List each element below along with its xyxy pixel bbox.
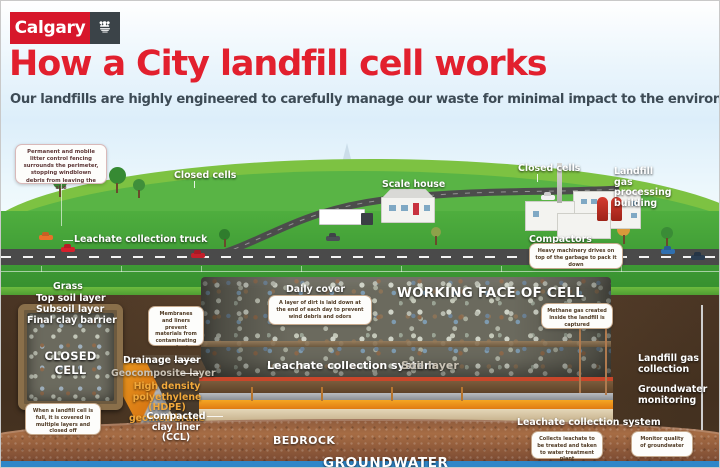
label-leachate-system-right: Leachate collection system [517, 417, 661, 428]
label-leachate-truck: Leachate collection truck [74, 234, 208, 245]
callout-compactors: Heavy machinery drives on top of the gar… [529, 243, 623, 269]
vehicle-car [61, 247, 75, 252]
callout-daily-cover: A layer of dirt is laid down at the end … [268, 295, 372, 325]
callout-fencing: Permanent and mobile litter control fenc… [15, 144, 107, 191]
fence-post [501, 266, 502, 272]
vehicle-car [661, 249, 675, 254]
callout-monitor: Monitor quality of groundwater [631, 431, 693, 457]
page-title: How a City landfill cell works [9, 44, 548, 84]
geocomposite-layer-band [199, 393, 613, 400]
waste-mass [201, 277, 611, 385]
leader-line [194, 181, 195, 188]
label-working-face: WORKING FACE OF CELL [397, 285, 585, 301]
label-closed-cells-right: Closed cells [518, 163, 581, 174]
groundwater-monitoring-well [701, 305, 703, 445]
label-closed-cells-left: Closed cells [174, 170, 237, 181]
hdpe-geomembrane-band [199, 400, 613, 409]
page-subtitle: Our landfills are highly engineered to c… [10, 92, 720, 107]
truck-cab [361, 213, 373, 225]
label-topsoil: Top soil layer [36, 293, 106, 304]
leader-line [63, 240, 73, 241]
leachate-pipe [251, 387, 253, 401]
window [401, 205, 408, 211]
vehicle-car [191, 253, 205, 258]
label-subsoil: Subsoil layer [36, 304, 105, 315]
gas-collection-well [605, 315, 607, 395]
label-compacted-clay-liner: Compacted clay liner (CCL) [146, 411, 206, 444]
callout-closed-cell: When a landfill cell is full, it is cove… [25, 403, 101, 435]
illustration-scene: CLOSED CELL Closed cells Closed cells Sc… [1, 119, 719, 468]
fence-post [121, 266, 122, 272]
window [424, 205, 430, 211]
callout-methane: Methane gas created inside the landfill … [541, 303, 613, 329]
label-geocomposite-layer: Geocomposite layer [111, 368, 216, 379]
scale-house-roof [381, 189, 435, 198]
label-leachate-system-center: Leachate collection system [267, 359, 436, 372]
leader-line [537, 174, 538, 182]
vehicle-car [39, 235, 53, 240]
daily-cover-band [201, 341, 611, 347]
label-groundwater: GROUNDWATER [323, 455, 449, 468]
label-compactors: Compactors [529, 234, 592, 245]
fence-post [41, 266, 42, 272]
label-gas-building: Landfill gas processing building [614, 166, 672, 209]
litter-fence [1, 271, 719, 272]
fence-post [401, 266, 402, 272]
label-groundwater-monitoring: Groundwater monitoring [638, 384, 708, 406]
leachate-pipe [321, 387, 323, 401]
leader-line [61, 184, 62, 226]
hauling-truck [319, 209, 365, 225]
label-clay-barrier: Final clay barrier [27, 315, 117, 326]
callout-membranes: Membranes and liners prevent materials f… [148, 306, 204, 351]
leader-line [174, 360, 198, 361]
label-bedrock: BEDROCK [273, 434, 336, 447]
fence-post [201, 266, 202, 272]
compacted-clay-liner-band [199, 409, 613, 422]
window [389, 205, 396, 211]
storage-tank [597, 197, 608, 221]
label-soil-layer: Soil layer [401, 359, 459, 372]
closed-cell-label: CLOSED CELL [44, 349, 97, 377]
window [533, 211, 539, 217]
label-daily-cover: Daily cover [286, 284, 346, 295]
drainage-layer-band [199, 377, 613, 382]
vehicle-car [326, 236, 340, 241]
calgary-crest-icon [99, 21, 110, 33]
label-hdpe-geomembrane: High density polyethylene (HDPE) geomemb… [128, 381, 206, 424]
window [631, 201, 637, 206]
logo-crest-block [90, 12, 120, 44]
calgary-logo: Calgary [10, 12, 120, 44]
leachate-pipe [391, 387, 393, 401]
vehicle-car [541, 195, 555, 200]
logo-city-text: Calgary [14, 18, 86, 38]
window [591, 199, 597, 204]
logo-wordmark: Calgary [10, 12, 90, 44]
window [631, 213, 637, 218]
door [413, 203, 419, 215]
gas-collection-well [579, 305, 581, 393]
vehicle-car [691, 255, 705, 260]
label-scale-house: Scale house [382, 179, 446, 190]
label-grass: Grass [53, 281, 83, 292]
exhaust-stack-icon [557, 163, 562, 203]
label-landfill-gas-collection: Landfill gas collection [638, 353, 699, 375]
fence-post [301, 266, 302, 272]
soil-layer-band [199, 381, 613, 393]
leader-line [207, 416, 223, 417]
window [581, 199, 587, 204]
label-drainage-layer: Drainage layer [123, 355, 201, 366]
fence-post [621, 266, 622, 272]
closed-cell-fill [27, 313, 114, 401]
callout-leachate: Collects leachate to be treated and take… [531, 431, 603, 462]
poster-header: Calgary How a City landfill cell works O… [1, 1, 720, 121]
leachate-pipe [461, 387, 463, 401]
leader-line [181, 373, 199, 374]
storage-tank [611, 197, 622, 221]
waste-shading [201, 277, 611, 385]
